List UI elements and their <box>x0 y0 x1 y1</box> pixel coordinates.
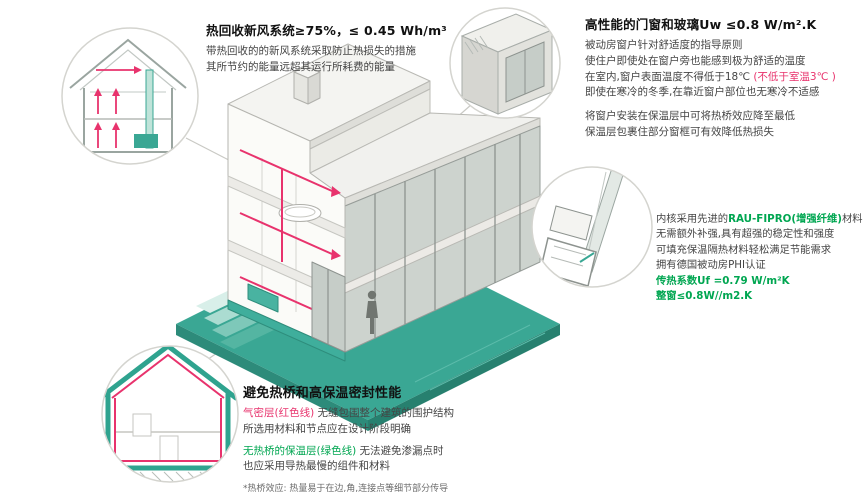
thermal-line-rest: 无法避免渗漏点时 <box>356 444 444 457</box>
window-profile-callout-icon <box>531 166 653 288</box>
ventilation-title: 热回收新风系统≥75%，≤ 0.45 Wh/m³ <box>206 23 447 38</box>
airtight-layer-label: 气密层(红色线) <box>243 407 315 419</box>
window-install-callout-icon <box>449 7 561 119</box>
thermal-footnote: *热桥效应: 热量易于在边,角,连接点等细节部分传导 <box>243 484 449 492</box>
window-line-black: 在室内,窗户表面温度不得低于18℃ <box>585 70 754 83</box>
window-break <box>132 413 152 437</box>
window-line: 保温层包裹住部分窗框可有效降低热损失 <box>585 125 774 138</box>
rooftop-unit <box>293 65 321 105</box>
main-house-illustration <box>227 43 541 362</box>
thermal-bridge-callout-icon <box>101 345 239 483</box>
person-figure <box>366 290 378 334</box>
window-title: 高性能的门窗和玻璃Uw ≤0.8 W/m².K <box>585 17 817 32</box>
ventilation-callout-icon <box>61 27 199 165</box>
window-line: 被动房窗户针对舒适度的指导原则 <box>585 39 743 51</box>
thermal-line: 所选用材料和节点应在设计阶段明确 <box>243 422 411 435</box>
thermal-line: 也应采用导热最慢的组件和材料 <box>243 460 390 473</box>
airflow-arrowheads <box>94 66 142 130</box>
window-line: 在室内,窗户表面温度不得低于18℃ (不低于室温3℃ ) <box>585 70 863 86</box>
thermal-annotation: 避免热桥和高保温密封性能 气密层(红色线) 无缝包围整个建筑的围护结构 所选用材… <box>243 382 553 492</box>
ventilation-line: 其所节约的能量远超其运行所耗费的能量 <box>206 60 395 73</box>
profile-annotation: 内核采用先进的RAU-FIPRO(增强纤维)材料 无需额外补强,具有超强的稳定性… <box>656 212 864 305</box>
profile-line-prefix: 内核采用先进的 <box>656 213 729 225</box>
window-line: 将窗户安装在保温层中可将热桥效应降至最低 <box>585 110 795 122</box>
heat-recovery-unit <box>134 134 158 148</box>
window-annotation: 高性能的门窗和玻璃Uw ≤0.8 W/m².K 被动房窗户针对舒适度的指导原则 … <box>585 14 863 141</box>
profile-uw-value: 整窗≤0.8W//m2.K <box>656 290 753 303</box>
thermal-title: 避免热桥和高保温密封性能 <box>243 386 402 401</box>
ventilation-annotation: 热回收新风系统≥75%，≤ 0.45 Wh/m³ 带热回收的的新风系统采取防止热… <box>206 20 476 76</box>
glass-facade <box>344 125 541 353</box>
thermal-line: 无热桥的保温层(绿色线) 无法避免渗漏点时 <box>243 444 553 460</box>
insulation-layer-label: 无热桥的保温层(绿色线) <box>243 444 357 457</box>
thermal-line-rest: 无缝包围整个建筑的围护结构 <box>314 407 455 419</box>
window-line: 即使在寒冷的冬季,在靠近窗户部位也无寒冷不适感 <box>585 86 820 99</box>
profile-line-suffix: 材料 <box>842 213 863 225</box>
glass-doors <box>311 261 346 353</box>
airflow-arrows <box>96 69 134 148</box>
insulation-base-band <box>227 299 346 362</box>
profile-line: 可填充保温隔热材料轻松满足节能需求 <box>656 243 832 256</box>
kitchen-unit <box>247 283 279 313</box>
profile-uf-value: 传热系数Uf =0.79 W/m²K <box>656 274 790 287</box>
thermal-line: 气密层(红色线) 无缝包围整个建筑的围护结构 <box>243 406 553 422</box>
profile-line: 内核采用先进的RAU-FIPRO(增强纤维)材料 <box>656 212 864 227</box>
airtight-layer-red-line <box>111 353 225 462</box>
window-line: 使住户即使处在窗户旁也能感到极为舒适的温度 <box>585 54 806 67</box>
window-line-red: (不低于室温3℃ ) <box>753 70 836 83</box>
profile-line: 拥有德国被动房PHI认证 <box>656 259 766 272</box>
profile-line-highlight: RAU-FIPRO(增强纤维) <box>728 213 842 225</box>
profile-line: 无需额外补强,具有超强的稳定性和强度 <box>656 228 835 241</box>
ventilation-line: 带热回收的的新风系统采取防止热损失的措施 <box>206 45 416 57</box>
